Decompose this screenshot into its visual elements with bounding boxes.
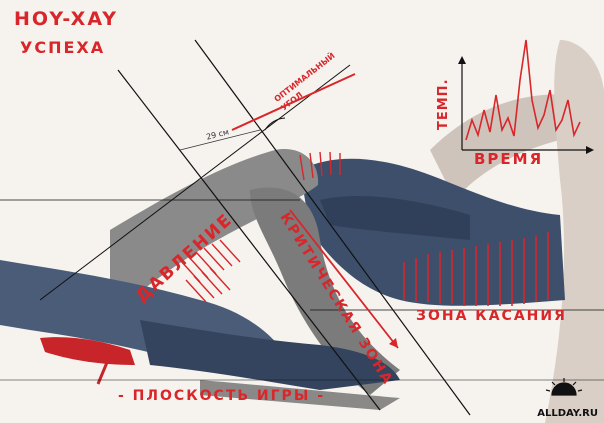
construction-line xyxy=(117,69,381,411)
contact-arrows xyxy=(403,232,549,306)
hip-arrows xyxy=(299,151,341,181)
lower-denim-shape-2 xyxy=(140,320,400,390)
axis-arrow xyxy=(458,56,466,64)
temperature-axis-label: ТЕМП. xyxy=(436,78,451,130)
axis-arrow xyxy=(586,146,594,154)
arm-shape xyxy=(430,94,584,200)
shorts-shadow xyxy=(320,195,470,240)
torso-shape xyxy=(545,40,604,423)
temperature-curve xyxy=(465,39,581,141)
poster-title-line1: HOY-XAY xyxy=(14,8,118,30)
time-axis-label: ВРЕМЯ xyxy=(474,150,544,168)
poster-title-line2: УСПЕХА xyxy=(20,38,106,57)
critical-zone-arrowhead xyxy=(389,338,398,348)
angle-line xyxy=(231,73,356,131)
angle-arc xyxy=(264,117,286,131)
play-plane-label: - ПЛОСКОСТЬ ИГРЫ - xyxy=(118,388,326,404)
watermark: ALLDAY.RU xyxy=(537,408,598,419)
sun-logo-icon xyxy=(545,378,583,396)
construction-line xyxy=(39,64,351,301)
pressure-arrows xyxy=(179,239,241,303)
critical-zone-arrow xyxy=(289,209,399,349)
contact-zone-label: ЗОНА КАСАНИЯ xyxy=(416,308,567,324)
shoe-heel xyxy=(96,359,110,385)
construction-line xyxy=(194,39,471,416)
distance-line xyxy=(179,129,261,151)
bent-leg-shape xyxy=(250,187,400,395)
floor-shadow xyxy=(200,380,400,410)
red-shoe-shape xyxy=(40,337,135,365)
